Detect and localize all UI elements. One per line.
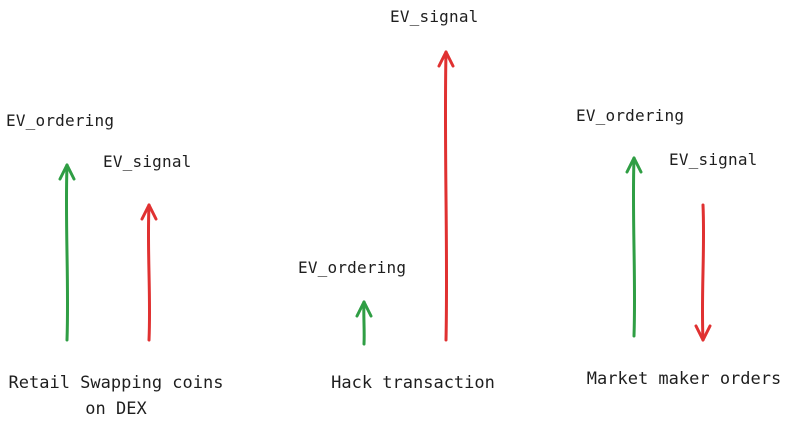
retail-ordering-arrow-shaft <box>64 163 70 342</box>
market-maker-ordering-label: EV_ordering <box>576 106 685 125</box>
retail-signal-arrow-head <box>140 203 158 221</box>
market-maker-caption-line-1: Market maker orders <box>586 369 782 389</box>
hack-signal-label: EV_signal <box>390 7 479 26</box>
hack-ordering-arrow-head <box>355 300 373 318</box>
retail-caption-line-2: on DEX <box>85 399 147 419</box>
retail-caption: Retail Swapping coins on DEX <box>0 370 232 422</box>
hack-caption: Hack transaction <box>312 370 514 396</box>
retail-signal-arrow <box>140 203 158 342</box>
hack-ordering-arrow <box>355 300 373 346</box>
retail-ordering-arrow <box>58 163 76 342</box>
hack-ordering-label: EV_ordering <box>298 258 407 277</box>
market-maker-ordering-arrow-head <box>625 156 643 174</box>
retail-ordering-label: EV_ordering <box>6 111 115 130</box>
retail-caption-line-1: Retail Swapping coins <box>8 373 224 393</box>
hack-signal-arrow-shaft <box>443 50 449 342</box>
market-maker-signal-arrow-head <box>694 324 712 342</box>
market-maker-ordering-arrow <box>625 156 643 338</box>
retail-signal-arrow-shaft <box>146 203 152 342</box>
retail-ordering-arrow-head <box>58 163 76 181</box>
market-maker-signal-label: EV_signal <box>669 150 758 169</box>
hack-caption-line-1: Hack transaction <box>331 373 495 393</box>
market-maker-ordering-arrow-shaft <box>631 156 637 338</box>
market-maker-caption: Market maker orders <box>570 366 798 392</box>
market-maker-signal-arrow <box>694 203 712 342</box>
arrows-layer <box>58 50 712 346</box>
hack-signal-arrow <box>437 50 455 342</box>
retail-signal-label: EV_signal <box>103 152 192 171</box>
hack-signal-arrow-head <box>437 50 455 68</box>
market-maker-signal-arrow-shaft <box>700 203 706 342</box>
